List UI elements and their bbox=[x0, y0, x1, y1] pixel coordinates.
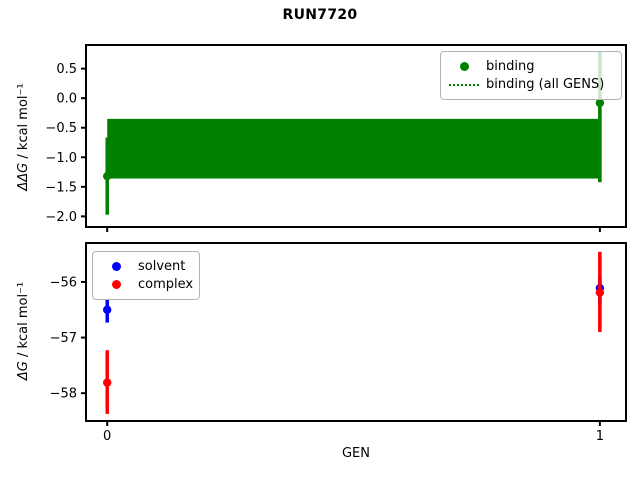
data-point-binding bbox=[102, 171, 112, 181]
legend-entry: solvent bbox=[101, 257, 191, 276]
dot-icon bbox=[111, 280, 121, 290]
y-tick-label: −58 bbox=[50, 387, 77, 402]
legend-dot-icon bbox=[449, 61, 479, 71]
figure-title: RUN7720 bbox=[282, 7, 358, 23]
legend-entry: complex bbox=[101, 276, 194, 295]
bottom-y-axis-label: ΔG / kcal mol⁻¹ bbox=[15, 221, 33, 441]
data-point-complex bbox=[595, 288, 605, 297]
legend-label: solvent bbox=[138, 258, 186, 274]
legend-dot-icon bbox=[101, 261, 131, 271]
y-tick-label: −1.5 bbox=[45, 180, 77, 195]
legend-entry: binding (all GENS) bbox=[449, 76, 613, 95]
dot-icon bbox=[111, 261, 121, 271]
bottom-ylabel-symbol: ΔG bbox=[16, 361, 31, 381]
legend-label: binding (all GENS) bbox=[486, 77, 605, 93]
legend-label: binding bbox=[486, 58, 535, 74]
x-tick-label: 0 bbox=[103, 429, 111, 444]
legend-dot-icon bbox=[101, 280, 131, 290]
data-point-binding bbox=[595, 98, 605, 108]
axes-spine bbox=[85, 242, 627, 422]
dot-icon bbox=[459, 61, 469, 71]
y-tick-label: −2.0 bbox=[45, 210, 77, 225]
data-point-complex bbox=[102, 378, 112, 387]
top-ylabel-units: / kcal mol⁻¹ bbox=[16, 83, 31, 163]
legend-label: complex bbox=[138, 277, 194, 293]
data-point-solvent bbox=[102, 305, 112, 314]
legend-entry: binding bbox=[449, 57, 613, 76]
confidence-band bbox=[107, 118, 600, 179]
y-tick-label: −0.5 bbox=[45, 121, 77, 136]
dotted-line-icon bbox=[449, 83, 479, 86]
bottom-legend: solvent complex bbox=[92, 251, 200, 300]
y-tick-label: 0.0 bbox=[56, 92, 77, 107]
y-tick-label: 0.5 bbox=[56, 62, 77, 77]
y-tick-label: −56 bbox=[50, 275, 77, 290]
top-y-axis-label: ΔΔG / kcal mol⁻¹ bbox=[15, 27, 33, 247]
x-tick-label: 1 bbox=[596, 429, 604, 444]
bottom-ylabel-units: / kcal mol⁻¹ bbox=[16, 281, 31, 362]
axes-spine bbox=[85, 44, 627, 228]
legend-dotted-line-icon bbox=[449, 83, 479, 86]
y-tick-label: −57 bbox=[50, 331, 77, 346]
top-legend: binding binding (all GENS) bbox=[440, 51, 622, 100]
y-tick-label: −1.0 bbox=[45, 151, 77, 166]
x-axis-label: GEN bbox=[341, 446, 370, 461]
top-ylabel-symbol: ΔΔG bbox=[16, 162, 31, 191]
